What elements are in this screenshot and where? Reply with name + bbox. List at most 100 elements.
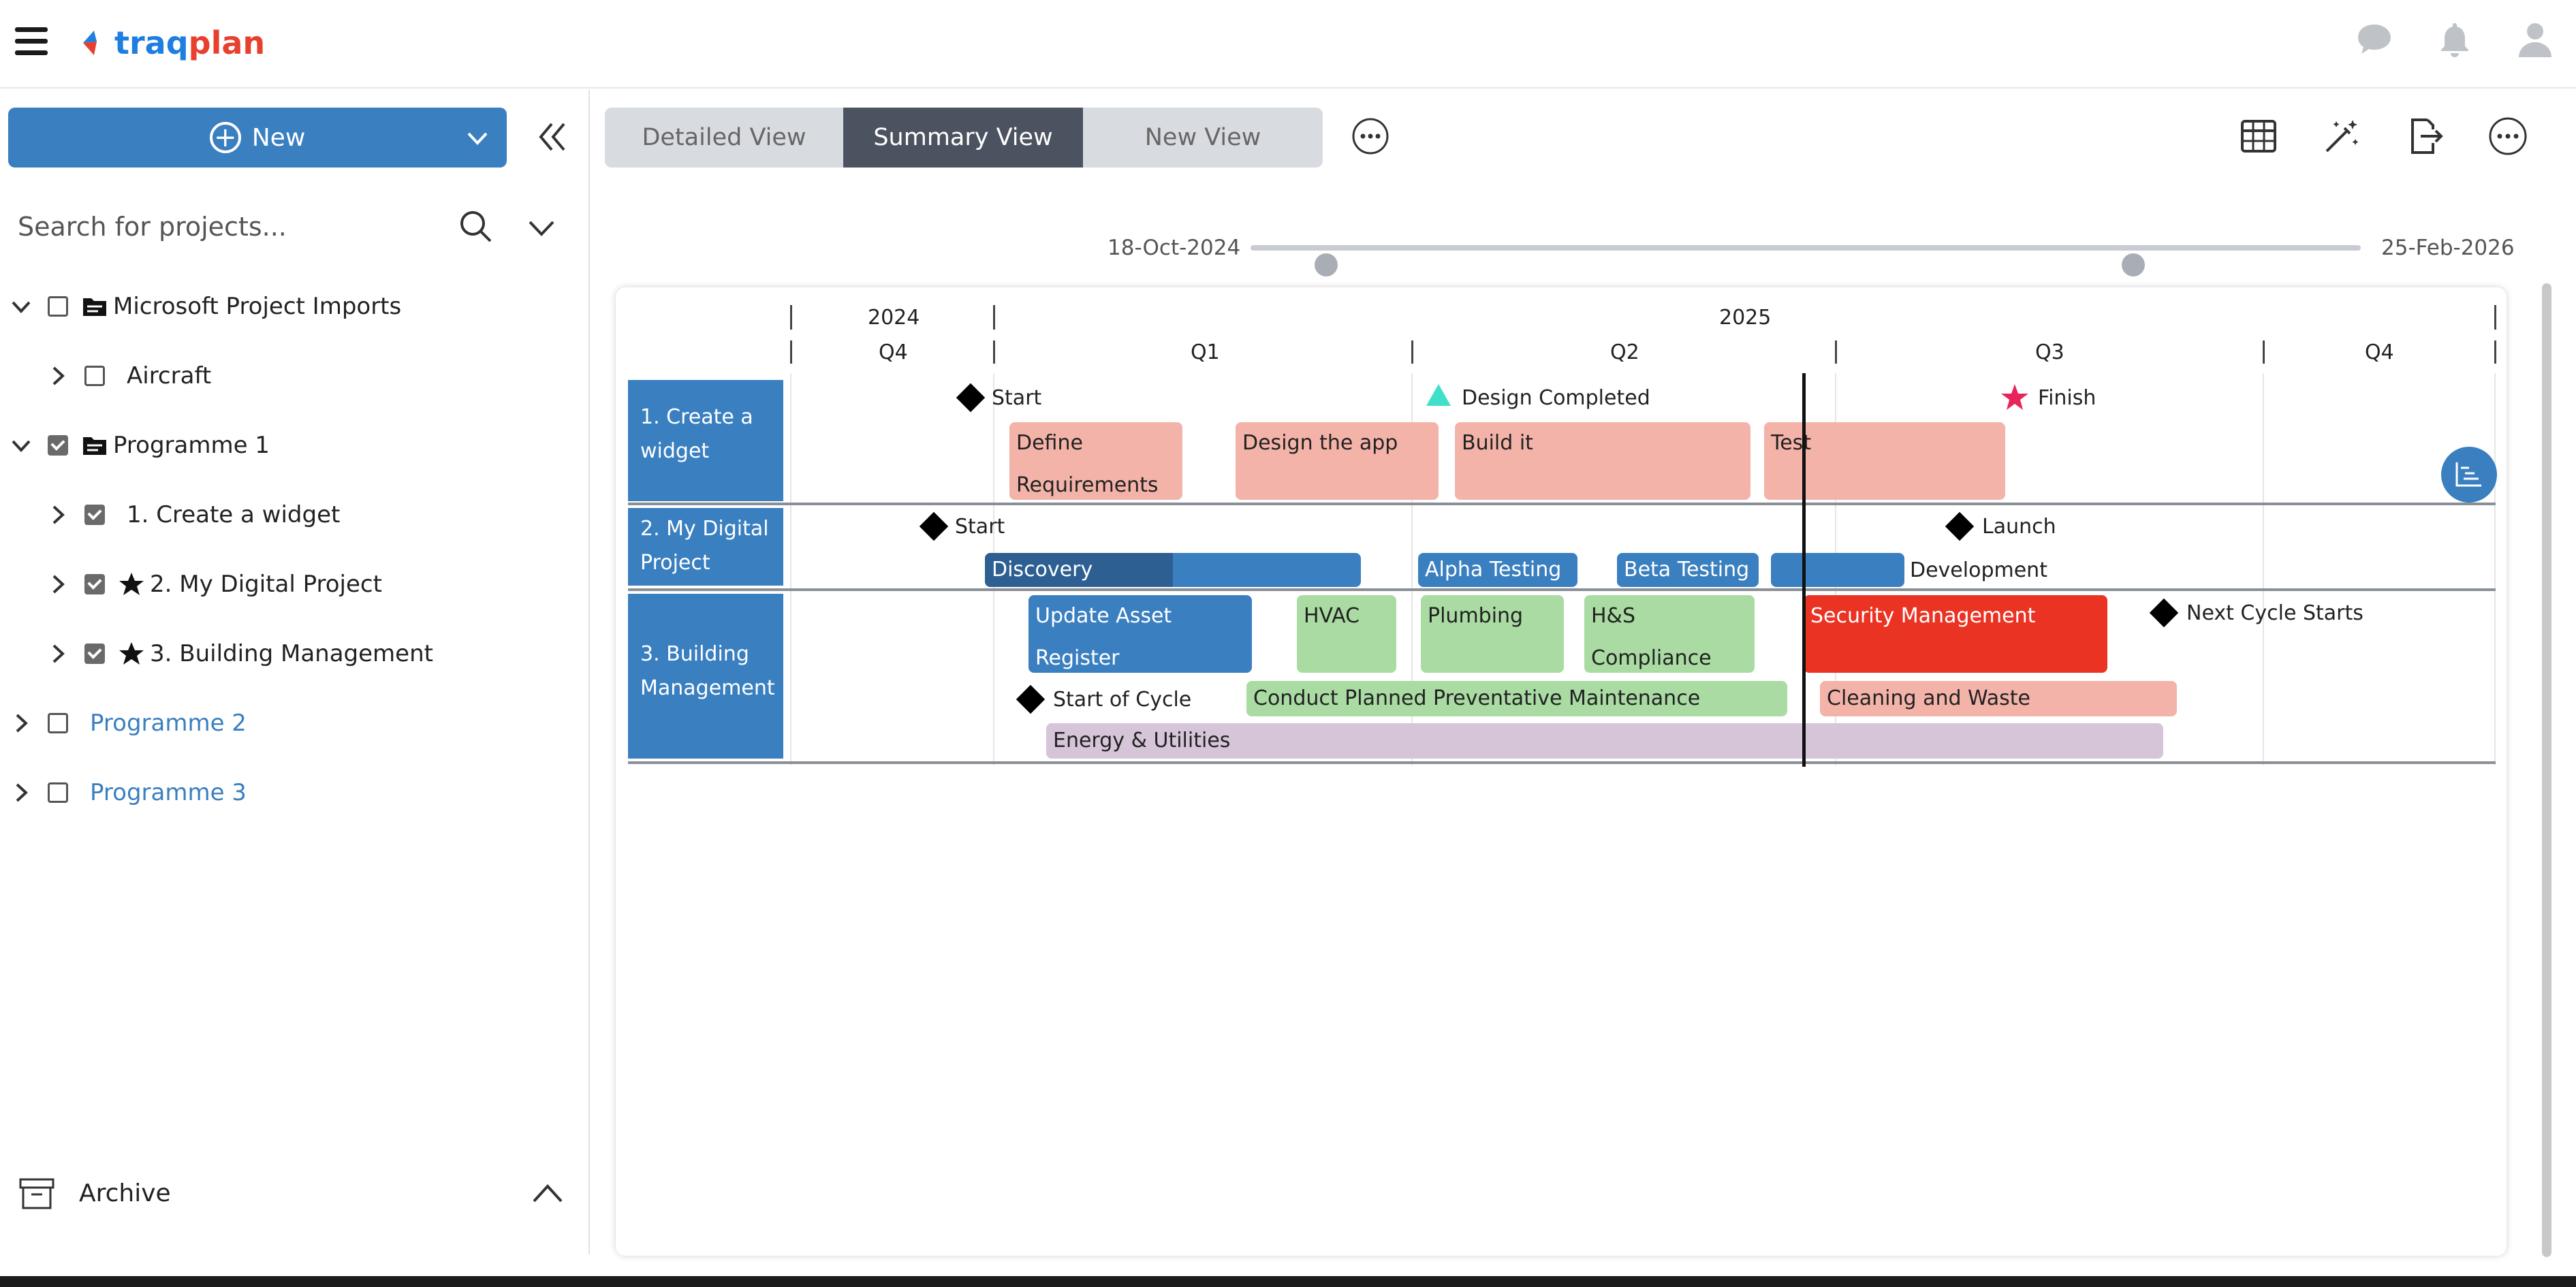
tab-detailed-view[interactable]: Detailed View (642, 124, 806, 151)
logo[interactable]: traqplan (80, 19, 265, 67)
collapse-sidebar-icon[interactable] (534, 118, 571, 155)
quarter-label: Q2 (1610, 340, 1639, 364)
search-input[interactable] (18, 203, 440, 251)
task-bar[interactable]: Build it (1455, 422, 1750, 500)
search-icon[interactable] (458, 208, 493, 244)
tree-item-label: 1. Create a widget (127, 501, 341, 528)
task-bar[interactable]: Update Asset Register (1028, 595, 1252, 673)
range-track[interactable] (1251, 245, 2361, 276)
gantt-icon (2455, 462, 2481, 487)
range-end-date: 25-Feb-2026 (2381, 236, 2515, 260)
chevron-up-icon[interactable] (531, 1179, 564, 1207)
task-bar[interactable]: Discovery (985, 553, 1361, 587)
quarter-tick (1411, 340, 1413, 364)
table-icon[interactable] (2238, 116, 2279, 157)
tree-item-label: Aircraft (127, 362, 212, 390)
tree-checkbox[interactable] (48, 296, 68, 317)
milestone-label: Start of Cycle (1053, 688, 1192, 712)
task-bar[interactable]: Conduct Planned Preventative Maintenance (1246, 681, 1787, 716)
tree-item[interactable]: Programme 1 (0, 411, 590, 479)
task-bar[interactable]: Security Management (1804, 595, 2107, 673)
tree-checkbox[interactable] (84, 574, 105, 594)
tab-summary-view[interactable]: Summary View (843, 108, 1083, 168)
chat-icon[interactable] (2354, 19, 2395, 60)
more-icon[interactable] (2487, 116, 2528, 157)
range-end-handle[interactable] (2121, 253, 2145, 276)
new-button[interactable]: + New (8, 108, 507, 168)
page-scrollbar[interactable] (2542, 283, 2551, 1257)
lane-separator (628, 503, 2496, 505)
logo-text: traqplan (114, 25, 266, 61)
quarter-label: Q4 (2365, 340, 2394, 364)
menu-icon[interactable] (15, 27, 48, 56)
archive-section[interactable]: Archive (0, 1163, 590, 1228)
tree-item[interactable]: Microsoft Project Imports (0, 272, 590, 340)
today-marker (1802, 373, 1806, 767)
quarter-label: Q4 (879, 340, 908, 364)
lane-label[interactable]: 3. Building Management (628, 594, 783, 759)
triangle-milestone-icon[interactable] (1425, 383, 1452, 407)
quarter-tick (2494, 340, 2496, 364)
tree-checkbox[interactable] (84, 505, 105, 525)
task-bar[interactable]: Energy & Utilities (1046, 723, 2163, 759)
user-icon[interactable] (2515, 19, 2556, 60)
task-bar[interactable]: Test (1764, 422, 2005, 500)
tree-item[interactable]: 3. Building Management (0, 620, 590, 688)
lane-label[interactable]: 1. Create a widget (628, 380, 783, 501)
tree-item[interactable]: 2. My Digital Project (0, 550, 590, 618)
tree-item[interactable]: Programme 3 (0, 759, 590, 827)
star-icon (119, 641, 144, 666)
tree-item-label: 3. Building Management (150, 640, 433, 667)
chevron-down-icon[interactable] (526, 212, 557, 244)
task-bar[interactable]: HVAC (1297, 595, 1396, 673)
tree-item-label: Programme 2 (90, 710, 247, 737)
tab-new-view[interactable]: New View (1144, 124, 1261, 151)
year-tick (993, 305, 995, 330)
tree-item[interactable]: 1. Create a widget (0, 481, 590, 549)
task-bar[interactable]: Alpha Testing (1418, 553, 1577, 587)
chevron-down-icon[interactable] (10, 434, 33, 457)
milestone-label: Finish (2038, 386, 2096, 410)
tree-checkbox[interactable] (84, 366, 105, 386)
tree-checkbox[interactable] (48, 713, 68, 733)
view-more-icon[interactable] (1351, 117, 1389, 155)
chevron-down-icon[interactable] (10, 295, 33, 318)
chevron-right-icon[interactable] (10, 712, 33, 735)
task-bar[interactable]: Cleaning and Waste Management (1820, 681, 2177, 746)
tree-item-label: Microsoft Project Imports (113, 293, 402, 320)
task-bar[interactable]: Plumbing (1421, 595, 1564, 673)
lane-label[interactable]: 2. My Digital Project (628, 508, 783, 586)
folder-icon (82, 433, 108, 458)
chevron-right-icon[interactable] (46, 642, 69, 665)
task-bar[interactable] (1771, 553, 1904, 587)
task-bar[interactable]: Beta Testing (1617, 553, 1759, 587)
chevron-right-icon[interactable] (10, 781, 33, 804)
magic-wand-icon[interactable] (2321, 116, 2362, 157)
task-bar[interactable]: Design the app (1236, 422, 1439, 500)
timeline-fab-button[interactable] (2441, 447, 2497, 503)
year-tick (790, 305, 792, 330)
task-bar[interactable]: H&S Compliance (1584, 595, 1755, 673)
chevron-right-icon[interactable] (46, 503, 69, 526)
export-icon[interactable] (2404, 116, 2445, 157)
star-milestone-icon[interactable] (2000, 383, 2030, 411)
chevron-right-icon[interactable] (46, 573, 69, 596)
chevron-right-icon[interactable] (46, 364, 69, 387)
chevron-down-icon[interactable] (466, 127, 489, 150)
task-bar[interactable]: Define Requirements (1009, 422, 1182, 500)
view-tabs: Detailed View Summary View New View (605, 108, 1323, 168)
logo-mark-icon (83, 31, 97, 55)
tree-item[interactable]: Aircraft (0, 342, 590, 410)
bottom-strip (0, 1276, 2576, 1287)
sidebar: + New Microsoft Project ImportsAircraftP… (0, 90, 590, 1254)
bell-icon[interactable] (2434, 19, 2475, 60)
tree-item[interactable]: Programme 2 (0, 689, 590, 757)
tree-checkbox[interactable] (48, 782, 68, 803)
tree-checkbox[interactable] (48, 435, 68, 456)
task-label: Discovery (992, 558, 1093, 582)
tree-checkbox[interactable] (84, 644, 105, 664)
quarter-tick (1835, 340, 1837, 364)
range-start-handle[interactable] (1314, 253, 1338, 276)
folder-icon (82, 294, 108, 319)
tree-item-label: Programme 3 (90, 779, 247, 806)
